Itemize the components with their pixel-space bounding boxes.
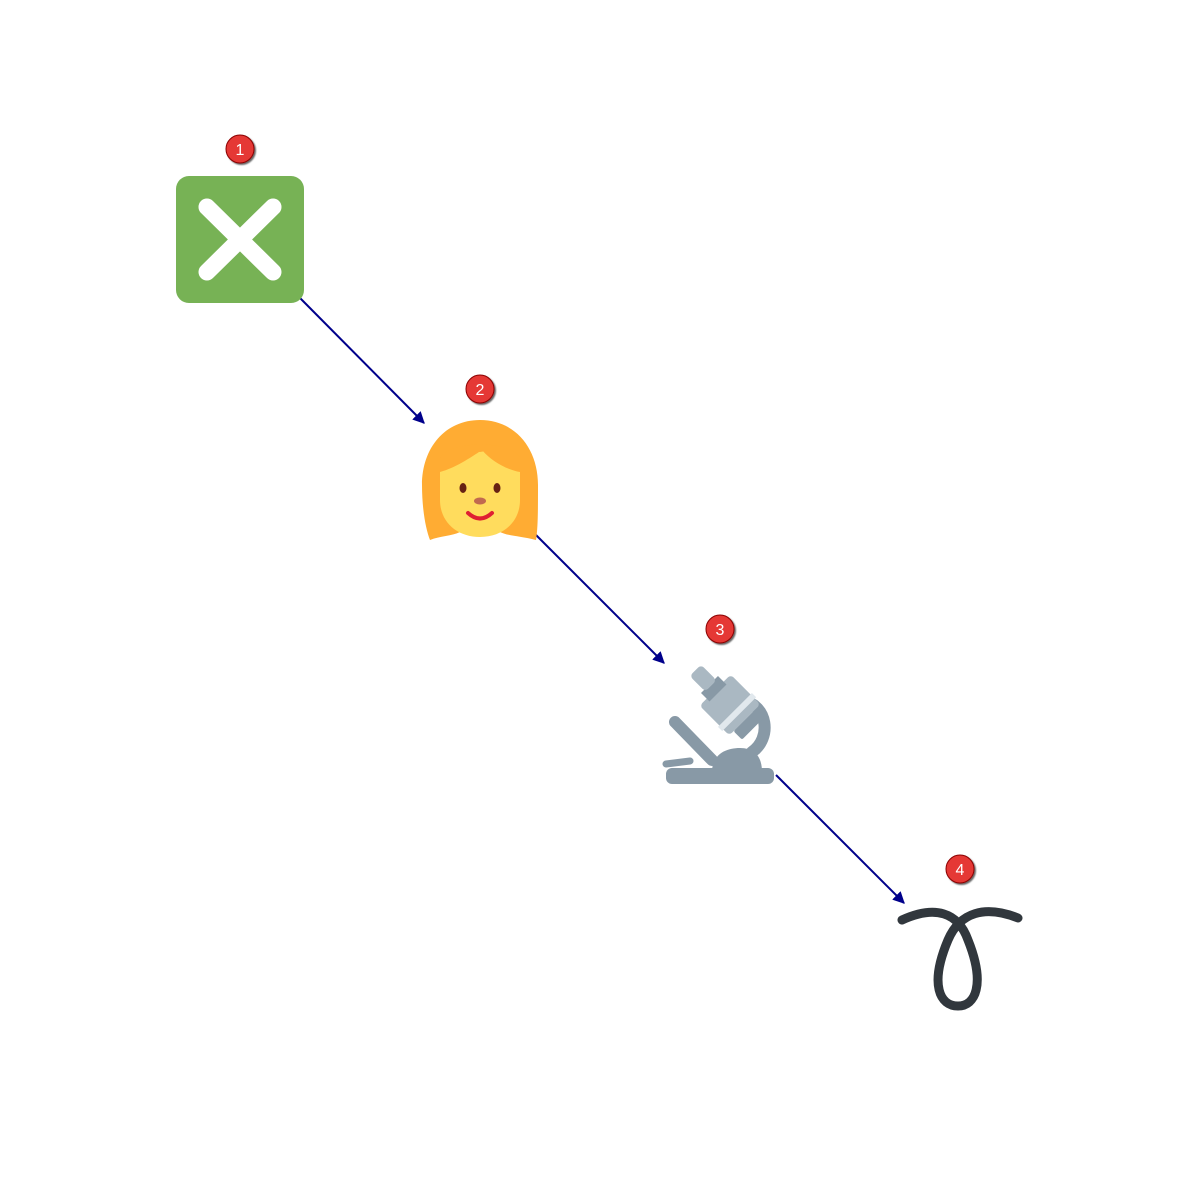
- edge-2-to-3: [535, 534, 665, 664]
- node-4[interactable]: 4: [897, 854, 1023, 1011]
- node-1[interactable]: 1: [176, 134, 304, 303]
- node-badge: 4: [945, 854, 975, 884]
- node-3[interactable]: 3: [662, 614, 774, 784]
- edge-1-to-2: [299, 297, 425, 424]
- node-badge: 2: [465, 374, 495, 404]
- badge-label: 4: [956, 862, 965, 879]
- node-badge: 1: [225, 134, 255, 164]
- curly-loop-icon: [897, 907, 1023, 1011]
- woman-icon: [422, 420, 538, 540]
- cross-mark-button-icon: [176, 176, 304, 303]
- node-2[interactable]: 2: [422, 374, 538, 540]
- node-badge: 3: [705, 614, 735, 644]
- edges: [299, 297, 905, 904]
- badge-label: 1: [236, 142, 245, 159]
- edge-3-to-4: [775, 774, 905, 904]
- microscope-icon: [662, 666, 774, 784]
- badge-label: 2: [476, 382, 485, 399]
- badge-label: 3: [716, 622, 725, 639]
